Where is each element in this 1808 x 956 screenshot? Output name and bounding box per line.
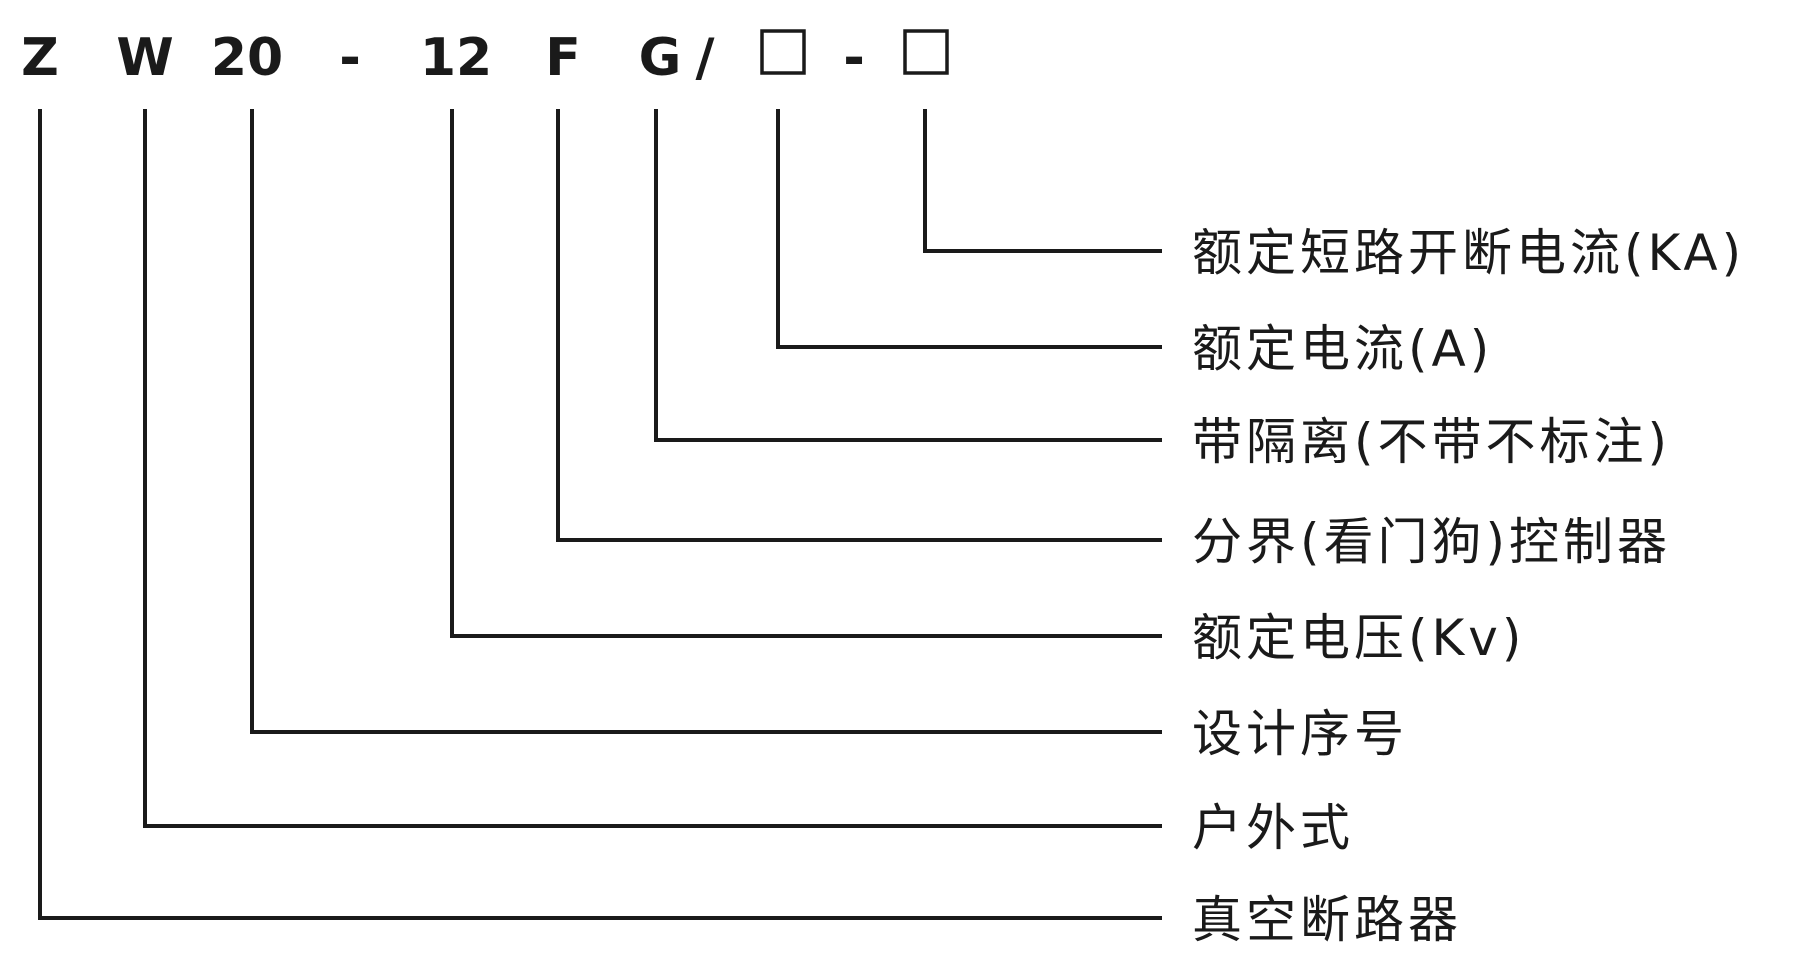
label-outdoor-type: 户外式 [1192, 799, 1354, 857]
label-rated-voltage: 额定电压(Kv) [1192, 609, 1525, 667]
code-number-design: 20 [211, 28, 283, 88]
leader-line-rated-current [776, 109, 1162, 349]
leader-line-boundary-controller [556, 109, 1162, 542]
label-rated-current: 额定电流(A) [1192, 320, 1493, 378]
code-box-rated-current [760, 29, 806, 75]
code-letter-w: W [116, 28, 173, 88]
model-code-header: Z W 20 - 12 F G / - [21, 28, 949, 88]
leader-line-isolation [654, 109, 1162, 442]
label-vacuum-circuit-breaker: 真空断路器 [1192, 891, 1462, 949]
leader-line-rated-voltage [450, 109, 1162, 638]
code-number-voltage: 12 [420, 28, 492, 88]
leader-line-design-number [250, 109, 1162, 734]
code-letter-f: F [545, 28, 581, 88]
leader-lines [38, 109, 1162, 920]
code-dash-2: - [843, 28, 865, 88]
label-with-isolation: 带隔离(不带不标注) [1192, 413, 1671, 471]
label-rated-short-circuit-breaking-current: 额定短路开断电流(KA) [1192, 224, 1745, 282]
leader-line-breaking-current [923, 109, 1162, 253]
leader-line-outdoor [143, 109, 1162, 828]
code-letter-z: Z [21, 28, 59, 88]
definition-labels: 额定短路开断电流(KA) 额定电流(A) 带隔离(不带不标注) 分界(看门狗)控… [1192, 224, 1745, 949]
label-design-number: 设计序号 [1192, 705, 1408, 763]
code-slash: / [696, 28, 715, 88]
code-dash-1: - [339, 28, 361, 88]
code-letter-g: G [639, 28, 682, 88]
code-box-breaking-current [903, 29, 949, 75]
label-boundary-controller: 分界(看门狗)控制器 [1192, 513, 1671, 571]
leader-line-vacuum-breaker [38, 109, 1162, 920]
